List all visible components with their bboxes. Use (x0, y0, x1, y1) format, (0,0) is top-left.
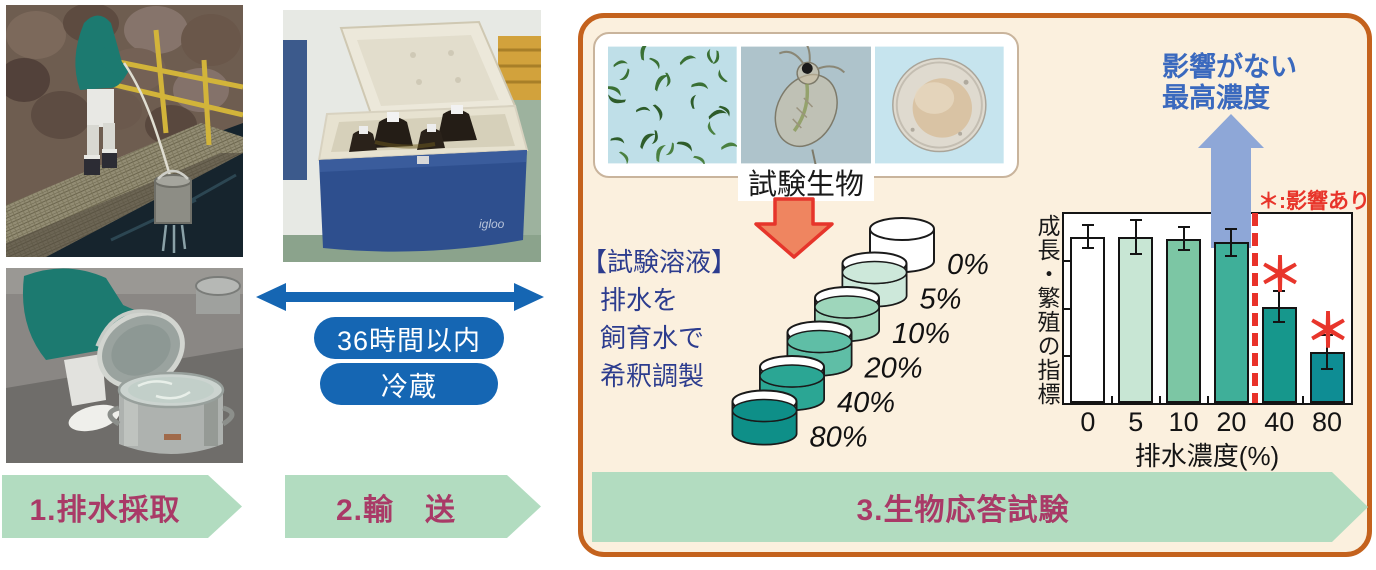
cooler-body: igloo (319, 150, 527, 252)
error-bar (1326, 334, 1329, 369)
transport-time-label: 36時間以内 (336, 325, 482, 356)
daphnia-micrograph (740, 46, 872, 164)
significant-asterisk-40: ＊ (1257, 249, 1303, 301)
test-organisms-label: 試験生物 (696, 161, 916, 203)
solution-line-2: 飼育水で (600, 323, 705, 353)
spare-pot (195, 276, 241, 314)
dilution-label-10%: 10% (892, 318, 950, 350)
x-axis-tick (1158, 396, 1161, 403)
noec-dashed-line (1252, 213, 1258, 403)
beaker-0%: 0% (869, 217, 989, 281)
error-bar (1321, 333, 1334, 336)
error-bar (1081, 247, 1094, 250)
error-bar (1321, 367, 1334, 370)
dilution-label-20%: 20% (864, 353, 923, 385)
transport-double-arrow-icon (256, 283, 544, 311)
cooler-box-photo: igloo (283, 10, 541, 262)
error-bar (1129, 218, 1142, 221)
x-tick-label-10: 10 (1168, 407, 1199, 437)
chart-legend-effect: ＊:影響あり (1258, 190, 1370, 213)
stage-banner-transport: 2.輸 送 (285, 475, 541, 538)
dilution-label-5%: 5% (920, 284, 962, 316)
dilution-beakers: 0%5%10%20%40%80% (731, 217, 989, 454)
tilted-bucket (95, 309, 185, 390)
error-bar (1273, 320, 1286, 323)
bar-10 (1166, 238, 1202, 403)
sampling-rope (122, 62, 173, 180)
refrigerated-pill: 冷蔵 (320, 363, 498, 405)
y-axis-tick (1064, 260, 1071, 263)
solution-line-1: 排水を (600, 285, 679, 315)
error-bar (1086, 225, 1089, 248)
test-solution-text: 【試験溶液】 排水を 飼育水で 希釈調製 (581, 243, 741, 395)
x-tick-label-5: 5 (1128, 407, 1144, 437)
algae-micrograph (608, 46, 737, 164)
fish-egg-micrograph (875, 46, 1004, 164)
large-pot (107, 371, 235, 454)
error-bar (1273, 290, 1286, 293)
x-tick-label-80: 80 (1312, 407, 1343, 437)
sampling-bucket (154, 169, 192, 253)
error-bar (1225, 228, 1238, 231)
dilution-label-80%: 80% (810, 422, 868, 454)
error-bar (1182, 227, 1185, 250)
error-bar (1278, 291, 1281, 322)
cooler-brand-text: igloo (479, 217, 505, 231)
test-organisms-box (593, 32, 1019, 178)
x-axis-tick (1302, 396, 1305, 403)
stage-banner-bioassay: 3.生物応答試験 (592, 472, 1368, 542)
x-tick-label-40: 40 (1264, 407, 1295, 437)
noec-caption: 影響がない 最高濃度 (1162, 52, 1297, 113)
pouring-sample-photo (6, 268, 243, 463)
noec-up-arrow-icon (1198, 114, 1264, 248)
error-bar (1230, 229, 1233, 256)
chart-x-axis-label: 排水濃度(%) (1134, 441, 1280, 471)
chart-plot-area (1062, 212, 1353, 405)
transport-time-pill: 36時間以内 (314, 317, 504, 359)
blue-shelf (283, 40, 307, 180)
x-tick-label-20: 20 (1216, 407, 1247, 437)
solution-heading: 【試験溶液】 (581, 247, 738, 277)
chart-bars-layer (1064, 214, 1351, 403)
x-tick-label-0: 0 (1080, 407, 1096, 437)
x-axis-tick (1206, 396, 1209, 403)
refrigerated-label: 冷蔵 (381, 371, 437, 402)
bar-20 (1213, 242, 1249, 403)
stage-banner-sampling: 1.排水採取 (2, 475, 242, 538)
error-bar (1134, 219, 1137, 254)
sample-bottles (349, 105, 477, 152)
chart-x-tick-labels: 0 5 10 20 40 80 (1064, 407, 1351, 438)
error-bar (1225, 254, 1238, 257)
beaker-10%: 10% (814, 286, 950, 350)
apply-organisms-down-arrow-icon (754, 197, 834, 259)
error-bar (1081, 224, 1094, 227)
y-axis-tick (1064, 307, 1071, 310)
solution-line-3: 希釈調製 (600, 361, 705, 391)
dilution-label-40%: 40% (837, 387, 895, 419)
error-bar (1129, 252, 1142, 255)
worker-figure (75, 15, 130, 175)
y-axis-tick (1064, 354, 1071, 357)
error-bar (1177, 248, 1190, 251)
dilution-label-0%: 0% (947, 249, 989, 281)
beaker-80%: 80% (731, 389, 868, 454)
significant-asterisk-80: ＊ (1305, 305, 1351, 357)
bar-5 (1118, 236, 1154, 403)
error-bar (1177, 226, 1190, 229)
x-axis-tick (1110, 396, 1113, 403)
chart-y-axis-label: 成長・繁殖の指標 (1034, 214, 1060, 406)
bar-0 (1070, 236, 1106, 403)
effluent-sampling-photo (6, 5, 243, 257)
